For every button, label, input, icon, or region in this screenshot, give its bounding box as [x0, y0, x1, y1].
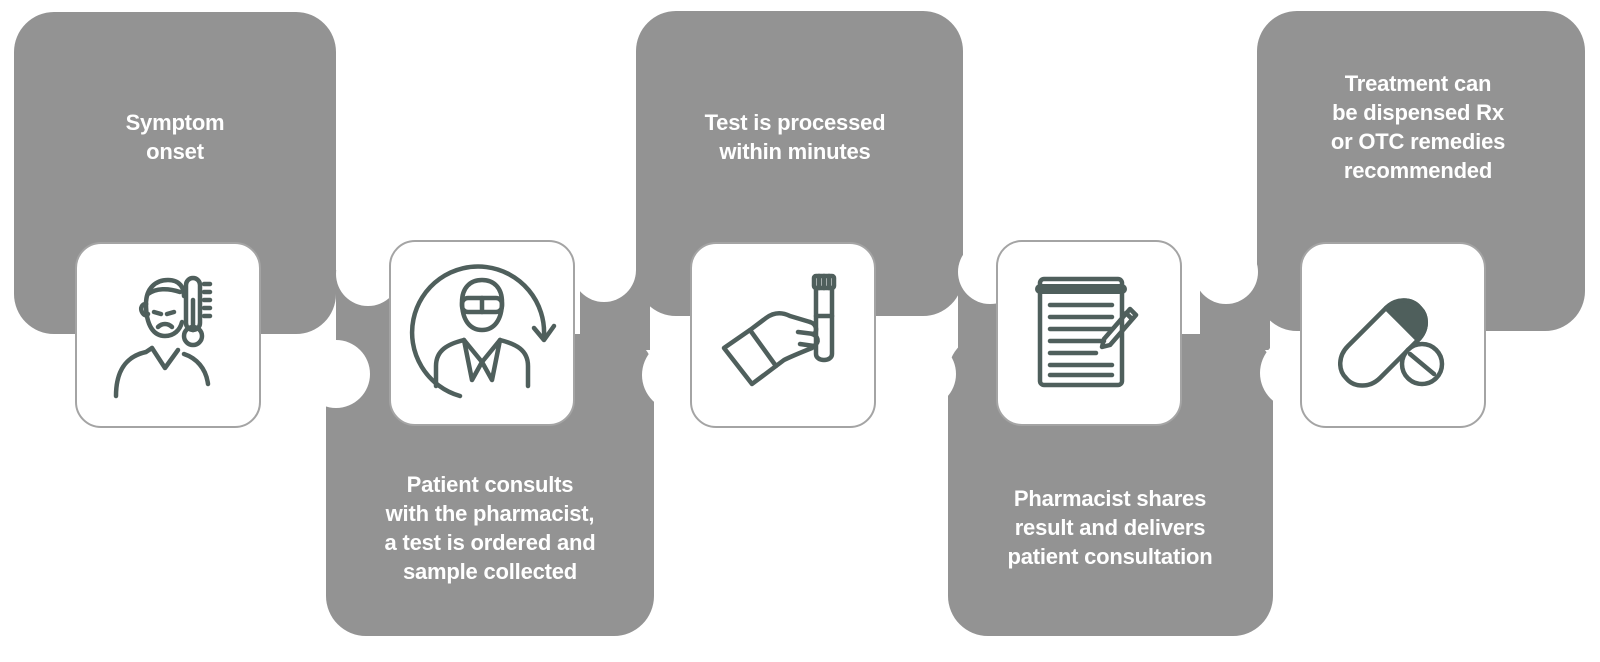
icon-card-step-3: [690, 242, 876, 428]
step-2-line: Patient consults: [406, 472, 574, 497]
panel-step-3: [636, 11, 963, 316]
notch-a-bot: [302, 340, 370, 408]
notepad-pen-icon: [1035, 276, 1139, 388]
step-3-label: Test is processed within minutes: [645, 108, 945, 166]
pill-capsule-tablet-icon: [1338, 298, 1445, 388]
step-4-label: Pharmacist shares result and delivers pa…: [960, 484, 1260, 571]
hand-test-tube-icon: [721, 273, 837, 387]
step-4-line: patient consultation: [1007, 544, 1213, 569]
step-5-line: recommended: [1343, 158, 1493, 183]
icon-card-step-1: [75, 242, 261, 428]
pharmacist-consult-icon: [409, 264, 557, 399]
step-1-label: Symptom onset: [25, 108, 325, 166]
step-5-line: or OTC remedies: [1330, 129, 1506, 154]
step-1-line: Symptom: [125, 110, 225, 135]
notch-d-top: [1194, 240, 1258, 304]
icon-card-step-5: [1300, 242, 1486, 428]
notch-b-top: [572, 238, 636, 302]
sick-person-thermometer-icon: [113, 275, 213, 399]
icon-card-step-2: [389, 240, 575, 426]
notch-c-bot: [888, 340, 956, 408]
step-3-line: within minutes: [719, 139, 871, 164]
step-5-line: be dispensed Rx: [1332, 100, 1504, 125]
step-4-line: Pharmacist shares: [1013, 486, 1207, 511]
icon-card-step-4: [996, 240, 1182, 426]
step-1-line: onset: [146, 139, 204, 164]
step-2-label: Patient consults with the pharmacist, a …: [340, 470, 640, 586]
step-5-line: Treatment can: [1344, 71, 1492, 96]
step-2-line: a test is ordered and: [384, 530, 596, 555]
step-2-line: with the pharmacist,: [385, 501, 595, 526]
step-5-label: Treatment can be dispensed Rx or OTC rem…: [1268, 69, 1568, 185]
step-4-line: result and delivers: [1014, 515, 1206, 540]
notch-a-top: [336, 242, 400, 306]
step-3-line: Test is processed: [704, 110, 886, 135]
step-2-line: sample collected: [402, 559, 578, 584]
